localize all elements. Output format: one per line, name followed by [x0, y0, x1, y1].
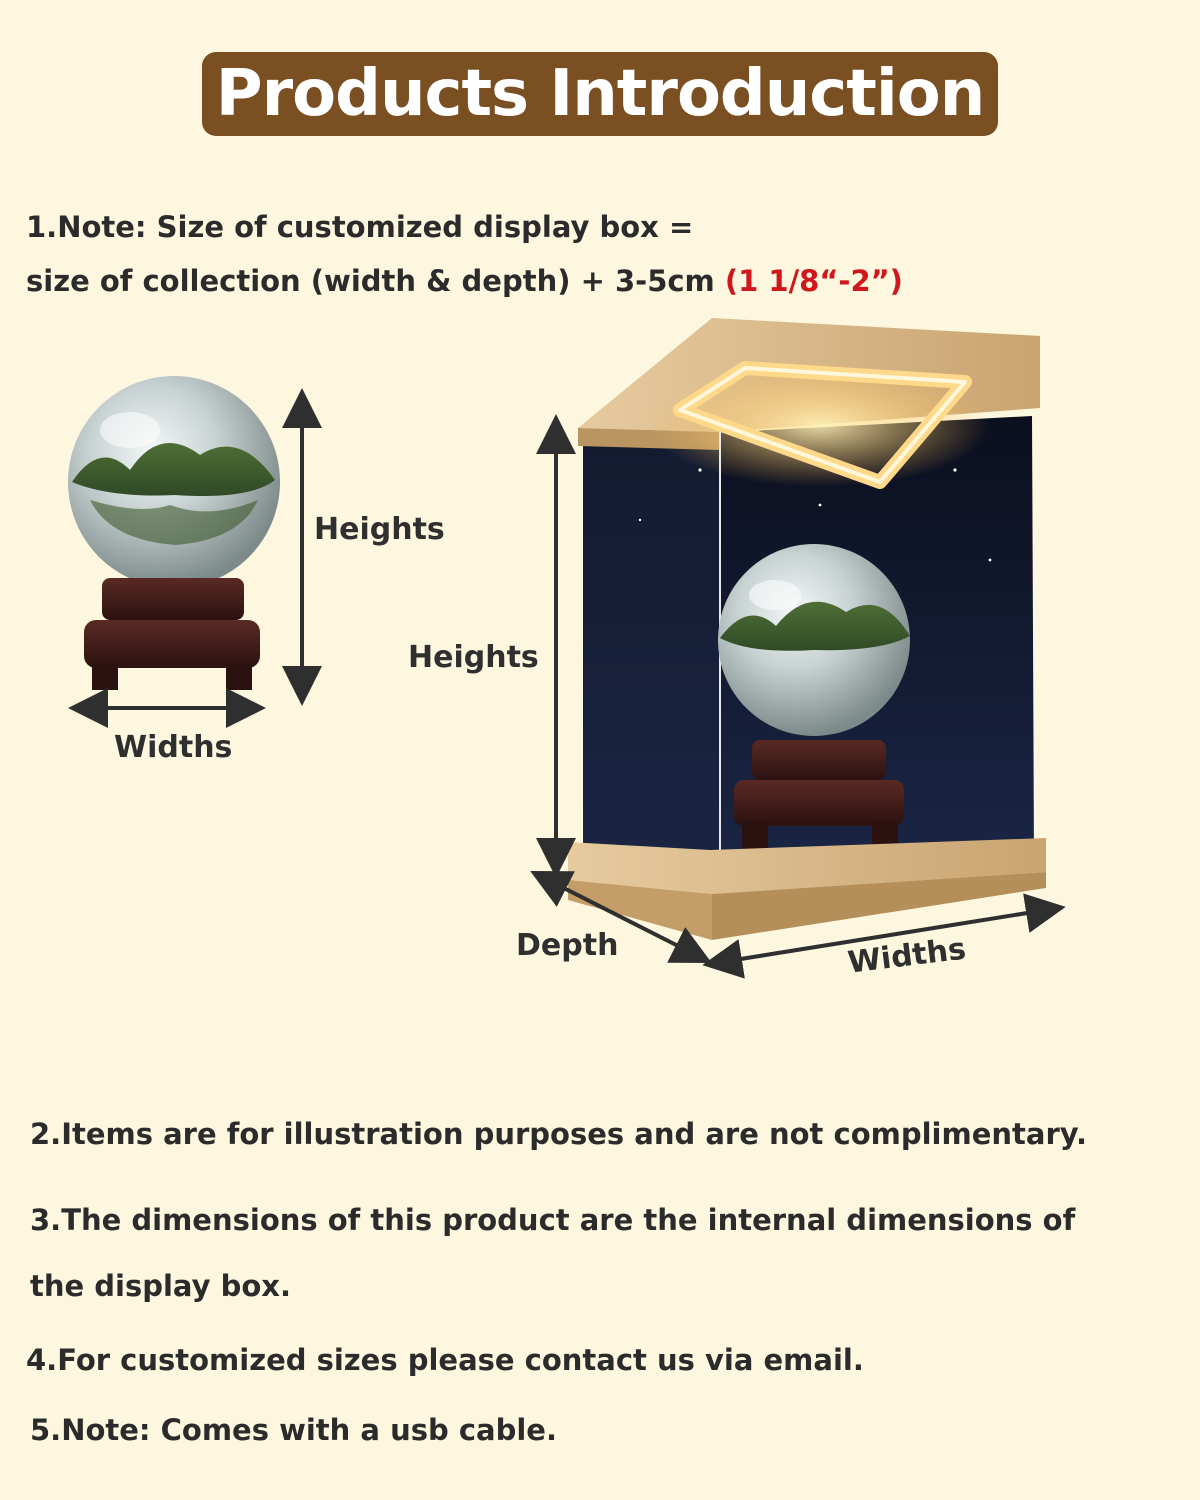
display-box — [568, 318, 1046, 940]
stand-base — [84, 620, 260, 668]
crystal-ball-sample — [68, 376, 322, 728]
product-illustration — [68, 318, 1066, 979]
stand-foot-right — [226, 664, 252, 690]
note-4: 4.For customized sizes please contact us… — [26, 1343, 864, 1377]
note-1-line-2-text: size of collection (width & depth) + 3-5… — [26, 264, 725, 298]
note-1-line-1: 1.Note: Size of customized display box = — [26, 210, 694, 244]
page-title: Products Introduction — [201, 52, 999, 136]
box-depth-arrow — [530, 870, 712, 964]
ball-reflection-trees — [72, 443, 275, 496]
stand-foot-left — [92, 664, 118, 690]
ball-reflection-water — [90, 500, 258, 545]
box-depth-label: Depth — [516, 928, 619, 963]
ball-highlight — [100, 412, 160, 448]
box-stand-top — [752, 740, 886, 780]
box-side-panel — [583, 438, 720, 878]
note-1-line-2: size of collection (width & depth) + 3-5… — [26, 254, 903, 308]
box-stand-base — [734, 780, 904, 826]
stand-top — [102, 578, 244, 620]
title-bar: Products Introduction — [0, 52, 1200, 136]
note-size-formula: 1.Note: Size of customized display box =… — [26, 200, 903, 308]
note-2: 2.Items are for illustration purposes an… — [30, 1117, 1087, 1151]
box-width-arrow — [702, 893, 1066, 979]
note-1-inch-range: (1 1/8“-2”) — [724, 264, 903, 298]
note-5: 5.Note: Comes with a usb cable. — [30, 1413, 557, 1447]
note-3-line-1: 3.The dimensions of this product are the… — [30, 1203, 1076, 1237]
box-height-label: Heights — [408, 640, 539, 675]
note-3-line-2: the display box. — [30, 1269, 292, 1303]
ball-width-label: Widths — [114, 730, 233, 765]
ball-height-label: Heights — [314, 512, 445, 547]
